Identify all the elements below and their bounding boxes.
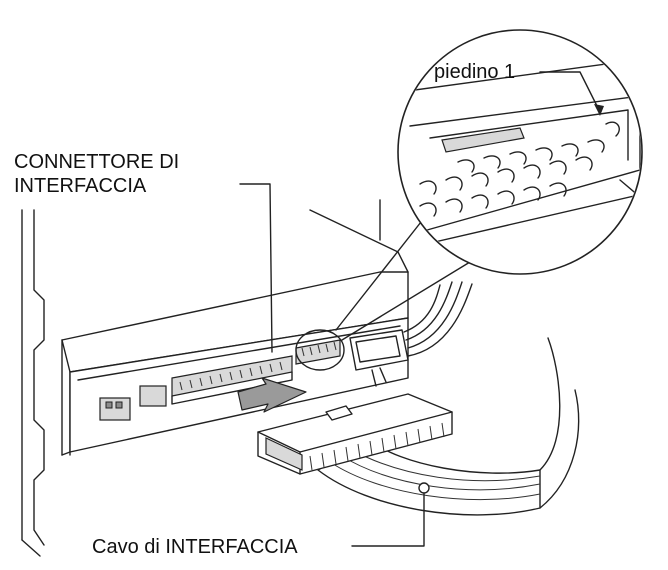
connector-label-line1: CONNETTORE DI: [14, 151, 179, 173]
insertion-arrow: [237, 377, 307, 413]
cable-label: Cavo di INTERFACCIA: [92, 536, 298, 558]
chassis-wall: [21, 209, 45, 557]
leader-lines: [239, 71, 604, 547]
optical-drive: [61, 199, 473, 456]
pin-detail-magnifier: [335, 29, 643, 341]
connector-label-line2: INTERFACCIA: [14, 175, 147, 197]
pin1-label: piedino 1: [434, 61, 515, 83]
interface-cable: [257, 337, 580, 516]
